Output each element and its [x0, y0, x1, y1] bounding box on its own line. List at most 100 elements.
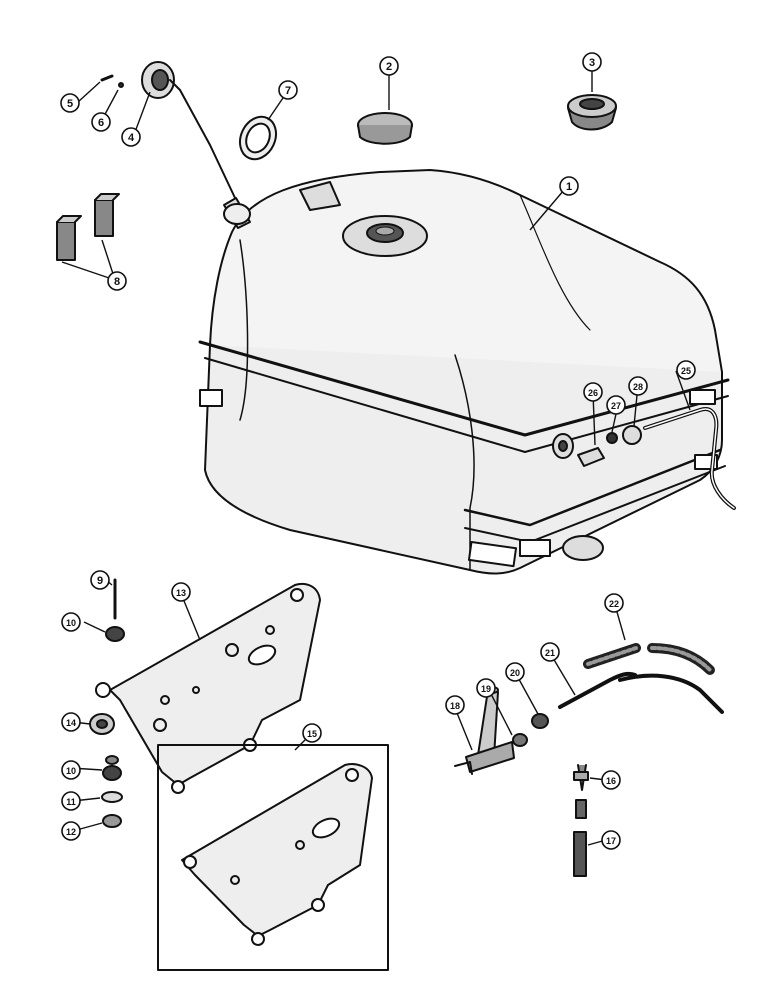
washer	[101, 791, 123, 803]
callout-c10b: 10	[61, 760, 81, 780]
lock-nut	[102, 814, 122, 828]
callout-c28: 28	[628, 376, 648, 396]
callout-c9: 9	[90, 570, 110, 590]
callout-number: 12	[66, 827, 76, 837]
hose	[583, 643, 715, 675]
callout-number: 21	[545, 648, 555, 658]
callout-number: 4	[128, 132, 135, 144]
callout-number: 28	[633, 382, 643, 392]
callout-circle	[61, 712, 81, 732]
callout-number: 25	[681, 366, 691, 376]
callout-circle	[540, 642, 560, 662]
mounting-bracket	[95, 582, 321, 794]
callout-c13: 13	[171, 582, 191, 602]
callout-circle	[676, 360, 696, 380]
callout-circle	[61, 760, 81, 780]
fuel-gauge-sender	[141, 61, 251, 229]
callout-circle	[583, 382, 603, 402]
callout-circle	[61, 612, 81, 632]
callout-number: 15	[307, 729, 317, 739]
callout-c20: 20	[505, 662, 525, 682]
callout-c16: 16	[601, 770, 621, 790]
screw	[100, 74, 124, 88]
callout-c27: 27	[606, 395, 626, 415]
callout-number: 1	[566, 181, 572, 193]
callout-c11: 11	[61, 791, 81, 811]
callout-c15: 15	[302, 723, 322, 743]
callout-circle	[476, 678, 496, 698]
callout-number: 10	[66, 618, 76, 628]
callout-number: 2	[386, 61, 392, 73]
vented-cap	[567, 94, 617, 131]
callout-circle	[445, 695, 465, 715]
callout-number: 16	[606, 776, 616, 786]
callout-c21: 21	[540, 642, 560, 662]
callout-circle	[379, 56, 399, 76]
gasket	[239, 115, 277, 161]
callout-c26: 26	[583, 382, 603, 402]
fuel-line	[558, 671, 724, 714]
callout-number: 27	[611, 401, 621, 411]
callout-number: 19	[481, 684, 491, 694]
callout-c19: 19	[476, 678, 496, 698]
callout-number: 3	[589, 57, 595, 69]
callout-circle	[61, 791, 81, 811]
callout-c3: 3	[582, 52, 602, 72]
fitting	[512, 713, 549, 747]
callout-number: 5	[67, 98, 73, 110]
callout-circle	[604, 593, 624, 613]
callout-number: 17	[606, 836, 616, 846]
callout-circle	[60, 93, 80, 113]
callout-c14: 14	[61, 712, 81, 732]
callout-circle	[505, 662, 525, 682]
callout-c7: 7	[278, 80, 298, 100]
callout-number: 14	[66, 718, 76, 728]
callout-number: 26	[588, 388, 598, 398]
callout-circle	[90, 570, 110, 590]
callout-circle	[601, 770, 621, 790]
callout-circle	[606, 395, 626, 415]
callout-number: 9	[97, 575, 103, 587]
callout-number: 20	[510, 668, 520, 678]
callout-circle	[559, 176, 579, 196]
drain-cock	[573, 764, 589, 819]
callout-number: 18	[450, 701, 460, 711]
callout-circle	[278, 80, 298, 100]
callout-number: 13	[176, 588, 186, 598]
bushing	[89, 713, 115, 735]
callout-c10a: 10	[61, 612, 81, 632]
nut	[102, 626, 125, 781]
fuel-tank	[198, 169, 736, 575]
callout-circle	[91, 112, 111, 132]
callout-number: 7	[285, 85, 291, 97]
fuel-cap	[357, 112, 413, 145]
pads	[56, 193, 120, 261]
callout-number: 8	[114, 276, 120, 288]
callout-circle	[121, 127, 141, 147]
callout-c12: 12	[61, 821, 81, 841]
callout-circle	[302, 723, 322, 743]
callout-c8: 8	[107, 271, 127, 291]
callout-c4: 4	[121, 127, 141, 147]
callout-circle	[601, 830, 621, 850]
callout-circle	[107, 271, 127, 291]
callout-c1: 1	[559, 176, 579, 196]
inset-frame	[157, 744, 389, 971]
callout-circle	[582, 52, 602, 72]
callout-number: 6	[98, 117, 104, 129]
callout-c22: 22	[604, 593, 624, 613]
callout-c5: 5	[60, 93, 80, 113]
callout-circle	[628, 376, 648, 396]
callout-c2: 2	[379, 56, 399, 76]
callout-number: 10	[66, 766, 76, 776]
callout-c18: 18	[445, 695, 465, 715]
callout-number: 22	[609, 599, 619, 609]
callout-circle	[61, 821, 81, 841]
callout-c17: 17	[601, 830, 621, 850]
callout-c6: 6	[91, 112, 111, 132]
callout-c25: 25	[676, 360, 696, 380]
callout-circle	[171, 582, 191, 602]
drain-tube	[573, 831, 587, 877]
